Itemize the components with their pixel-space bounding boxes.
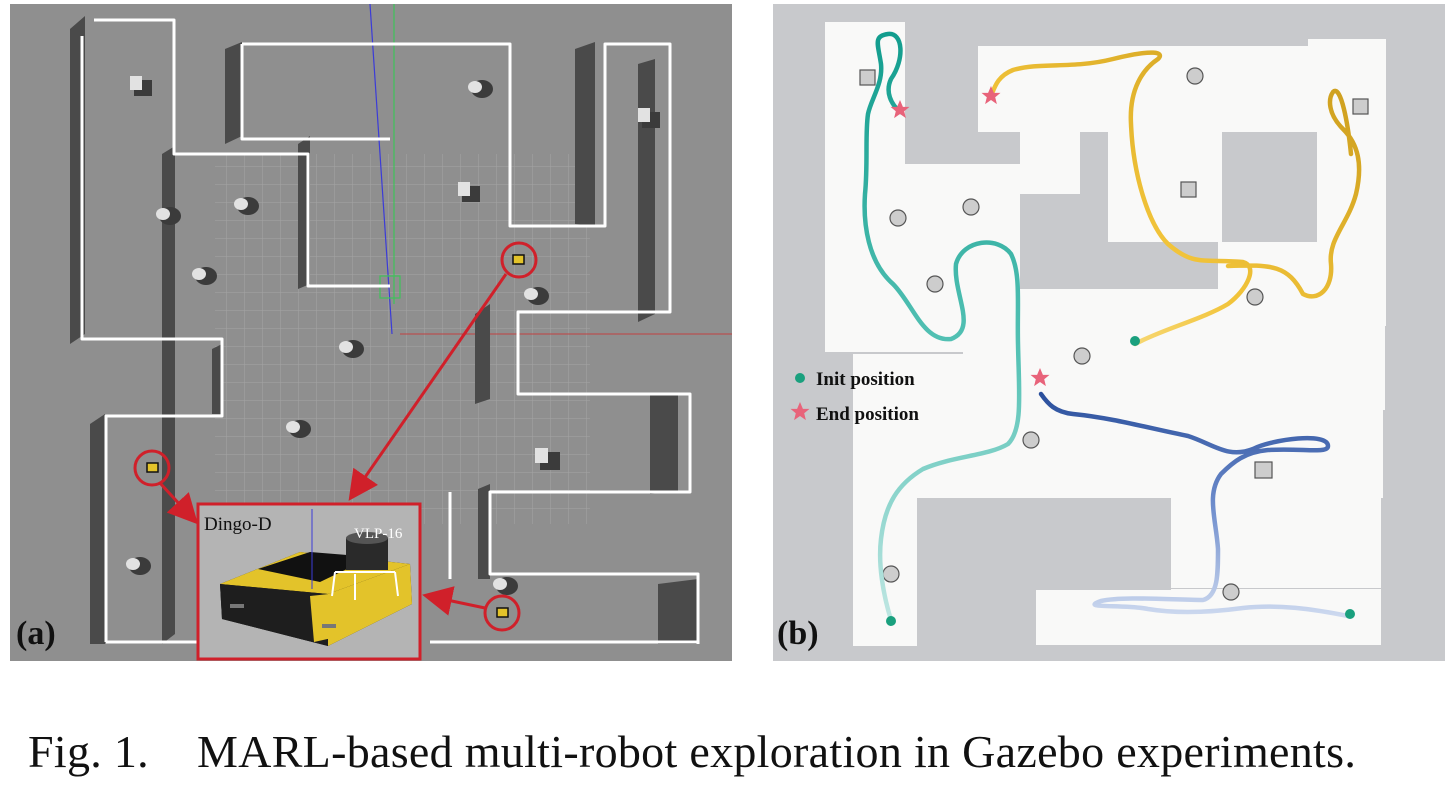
wall-regions <box>918 132 1317 646</box>
obstacles <box>126 76 660 595</box>
robot-markers <box>146 254 525 618</box>
legend-init-label: Init position <box>816 369 915 390</box>
free-space-map <box>825 22 1386 646</box>
exploration-map-panel: Init position End position (b) <box>773 4 1445 661</box>
gazebo-scene-panel: Dingo-D VLP-16 (a) <box>10 4 732 661</box>
end-markers <box>890 86 1050 387</box>
map-legend: Init position End position <box>790 369 919 425</box>
legend-init-marker <box>795 373 805 383</box>
teal-trajectory <box>862 31 1022 623</box>
map-obstacles <box>859 67 1369 601</box>
figure-caption-text: MARL-based multi-robot exploration in Ga… <box>196 726 1357 777</box>
inset-sensor-name: VLP-16 <box>354 526 403 542</box>
legend-end-label: End position <box>816 404 919 425</box>
panel-b-label: (b) <box>777 615 819 652</box>
wall-top-edges <box>80 18 700 644</box>
init-markers <box>886 336 1355 626</box>
blue-trajectory <box>1038 391 1351 619</box>
floor-grid <box>215 154 590 524</box>
robot-inset <box>196 502 422 661</box>
robot-trajectories <box>862 31 1362 623</box>
robot-highlight-circles <box>133 241 538 632</box>
figure-caption: Fig. 1. MARL-based multi-robot exploratio… <box>28 725 1356 778</box>
inset-robot-name: Dingo-D <box>204 514 272 535</box>
figure-number: Fig. 1. <box>28 726 149 777</box>
gold-trajectory <box>988 50 1362 347</box>
exploration-map-image: Init position End position (b) <box>777 22 1386 652</box>
panel-a-label: (a) <box>16 615 56 652</box>
z-axis-line <box>369 4 393 335</box>
gazebo-scene-image: Dingo-D VLP-16 (a) <box>16 4 732 661</box>
pointer-arrows <box>158 273 508 616</box>
legend-end-marker <box>790 402 810 421</box>
